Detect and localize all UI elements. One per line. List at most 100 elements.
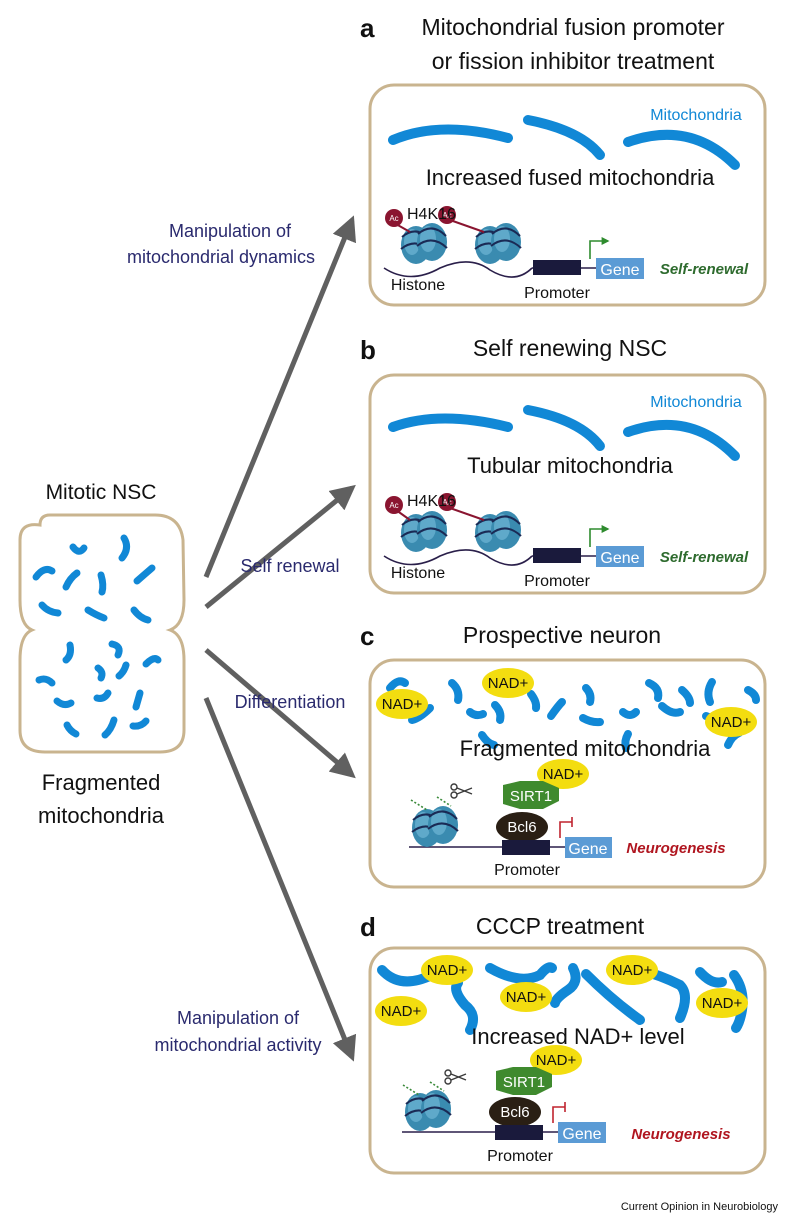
- arrow-b-label: Self renewal: [240, 556, 339, 576]
- panel-d-histone: [405, 1090, 451, 1131]
- panel-d-nad-3: [500, 982, 552, 1012]
- panel-d-nad-3-label: NAD+: [506, 989, 547, 1006]
- panel-b-histone-2: [475, 511, 521, 552]
- panel-b-histone-1: [401, 511, 447, 552]
- arrow-to-d: [203, 697, 357, 1062]
- panel-d-scissors-icon: [444, 1069, 467, 1085]
- panel-a-histone-1: [401, 223, 447, 264]
- left-fragmented-mitochondria: [32, 534, 162, 739]
- panel-c-scissors-icon: [450, 783, 473, 799]
- arrow-c-label: Differentiation: [235, 692, 346, 712]
- panel-d-bcl6: [489, 1097, 541, 1127]
- panel-d-outcome: Neurogenesis: [631, 1126, 730, 1143]
- panel-d-promoter-label: Promoter: [487, 1148, 553, 1165]
- panel-c-nad-2: [482, 668, 534, 698]
- panel-d-nad-6: [530, 1045, 582, 1075]
- panel-a-outcome: Self-renewal: [660, 261, 749, 278]
- panel-b-ac-2: [438, 493, 456, 511]
- panel-d-nad-4: [375, 996, 427, 1026]
- panel-c-nad-4-label: NAD+: [543, 766, 584, 783]
- panel-c-bcl6: [496, 812, 548, 842]
- panel-c-title: Prospective neuron: [463, 622, 661, 648]
- arrows: [203, 215, 357, 1062]
- panel-d-gene: [558, 1122, 606, 1143]
- panel-a-letter: a: [360, 13, 375, 43]
- panel-c-nad-1-label: NAD+: [382, 696, 423, 713]
- panel-c: c Prospective neuron NAD+ NAD+: [360, 621, 767, 889]
- panel-c-gene-label: Gene: [568, 841, 607, 858]
- panel-c-promoter: [502, 840, 550, 855]
- panel-b-ac-2-label: Ac: [442, 498, 451, 507]
- panel-b-histone-label: Histone: [391, 565, 445, 582]
- panel-a-histone-2: [475, 223, 521, 264]
- panel-c-promoter-label: Promoter: [494, 862, 560, 879]
- panel-a-title-line2: or fission inhibitor treatment: [432, 48, 715, 74]
- panel-b-gene-label: Gene: [600, 550, 639, 567]
- panel-b-ac-1-label: Ac: [389, 501, 398, 510]
- panel-a-box: [368, 83, 767, 307]
- panel-c-box: [368, 658, 767, 889]
- panel-a-ac-1-label: Ac: [389, 214, 398, 223]
- panel-a-histone-label: Histone: [391, 277, 445, 294]
- panel-d-state: Increased NAD+ level: [471, 1024, 684, 1049]
- panel-c-histone: [412, 806, 458, 847]
- panel-a-promoter-label: Promoter: [524, 285, 590, 302]
- panel-d-box: [368, 946, 767, 1175]
- arrow-to-c: [204, 648, 356, 779]
- panel-a-mito-label: Mitochondria: [650, 107, 742, 124]
- arrow-to-b: [204, 484, 356, 609]
- panel-b-ac-1: [385, 496, 403, 514]
- arrow-a-label-line2: mitochondrial dynamics: [127, 247, 315, 267]
- panel-d-promoter: [495, 1125, 543, 1140]
- arrow-a-label-line1: Manipulation of: [169, 221, 292, 241]
- panel-b-gene: [596, 546, 644, 567]
- panel-d-gene-label: Gene: [562, 1126, 601, 1143]
- panel-d-nad-6-label: NAD+: [536, 1052, 577, 1069]
- panel-c-sirt1-label: SIRT1: [510, 788, 552, 805]
- mitotic-cell-outline: [18, 513, 186, 754]
- left-caption-line1: Fragmented: [42, 770, 161, 795]
- panel-b-box: [368, 373, 767, 595]
- panel-b-promoter-label: Promoter: [524, 573, 590, 590]
- panel-a-gene: [596, 258, 644, 279]
- left-title: Mitotic NSC: [46, 481, 157, 504]
- panel-c-outcome: Neurogenesis: [626, 840, 725, 857]
- panel-a-ac-1: [385, 209, 403, 227]
- panel-c-nad-2-label: NAD+: [488, 675, 529, 692]
- panel-b-state: Tubular mitochondria: [467, 453, 674, 478]
- panel-d-nad-1-label: NAD+: [427, 962, 468, 979]
- panel-a-title-line1: Mitochondrial fusion promoter: [422, 14, 725, 40]
- panel-d-letter: d: [360, 912, 376, 942]
- panel-c-gene: [565, 837, 612, 858]
- panel-b-promoter: [533, 548, 581, 563]
- panel-d-nad-1: [421, 955, 473, 985]
- panel-b-mitochondria: [388, 405, 740, 461]
- panel-b-mark: H4K16: [407, 493, 456, 510]
- panel-c-nad-4: [537, 759, 589, 789]
- panel-d-sirt1: [496, 1067, 552, 1095]
- panel-d-nad-5-label: NAD+: [702, 995, 743, 1012]
- panel-d-title: CCCP treatment: [476, 913, 645, 939]
- panel-b: b Self renewing NSC Mitochondria Tubular…: [360, 335, 767, 595]
- panel-a-state: Increased fused mitochondria: [426, 165, 715, 190]
- arrow-to-a: [203, 215, 356, 578]
- panel-d-nad-5: [696, 988, 748, 1018]
- panel-c-letter: c: [360, 621, 374, 651]
- panel-a-mark: H4K16: [407, 206, 456, 223]
- panel-a-gene-label: Gene: [600, 262, 639, 279]
- arrow-d-label-line1: Manipulation of: [177, 1008, 300, 1028]
- panel-c-nad-3: [705, 707, 757, 737]
- panel-d-sirt1-label: SIRT1: [503, 1074, 545, 1091]
- panel-c-state: Fragmented mitochondria: [460, 736, 711, 761]
- panel-c-sirt1: [503, 781, 559, 809]
- panel-a: a Mitochondrial fusion promoter or fissi…: [360, 13, 767, 307]
- panel-a-promoter: [533, 260, 581, 275]
- panel-c-nad-3-label: NAD+: [711, 714, 752, 731]
- panel-a-ac-2: [438, 206, 456, 224]
- panel-b-outcome: Self-renewal: [660, 549, 749, 566]
- panel-c-bcl6-label: Bcl6: [507, 819, 536, 836]
- panel-d-bcl6-label: Bcl6: [500, 1104, 529, 1121]
- panel-b-mito-label: Mitochondria: [650, 394, 742, 411]
